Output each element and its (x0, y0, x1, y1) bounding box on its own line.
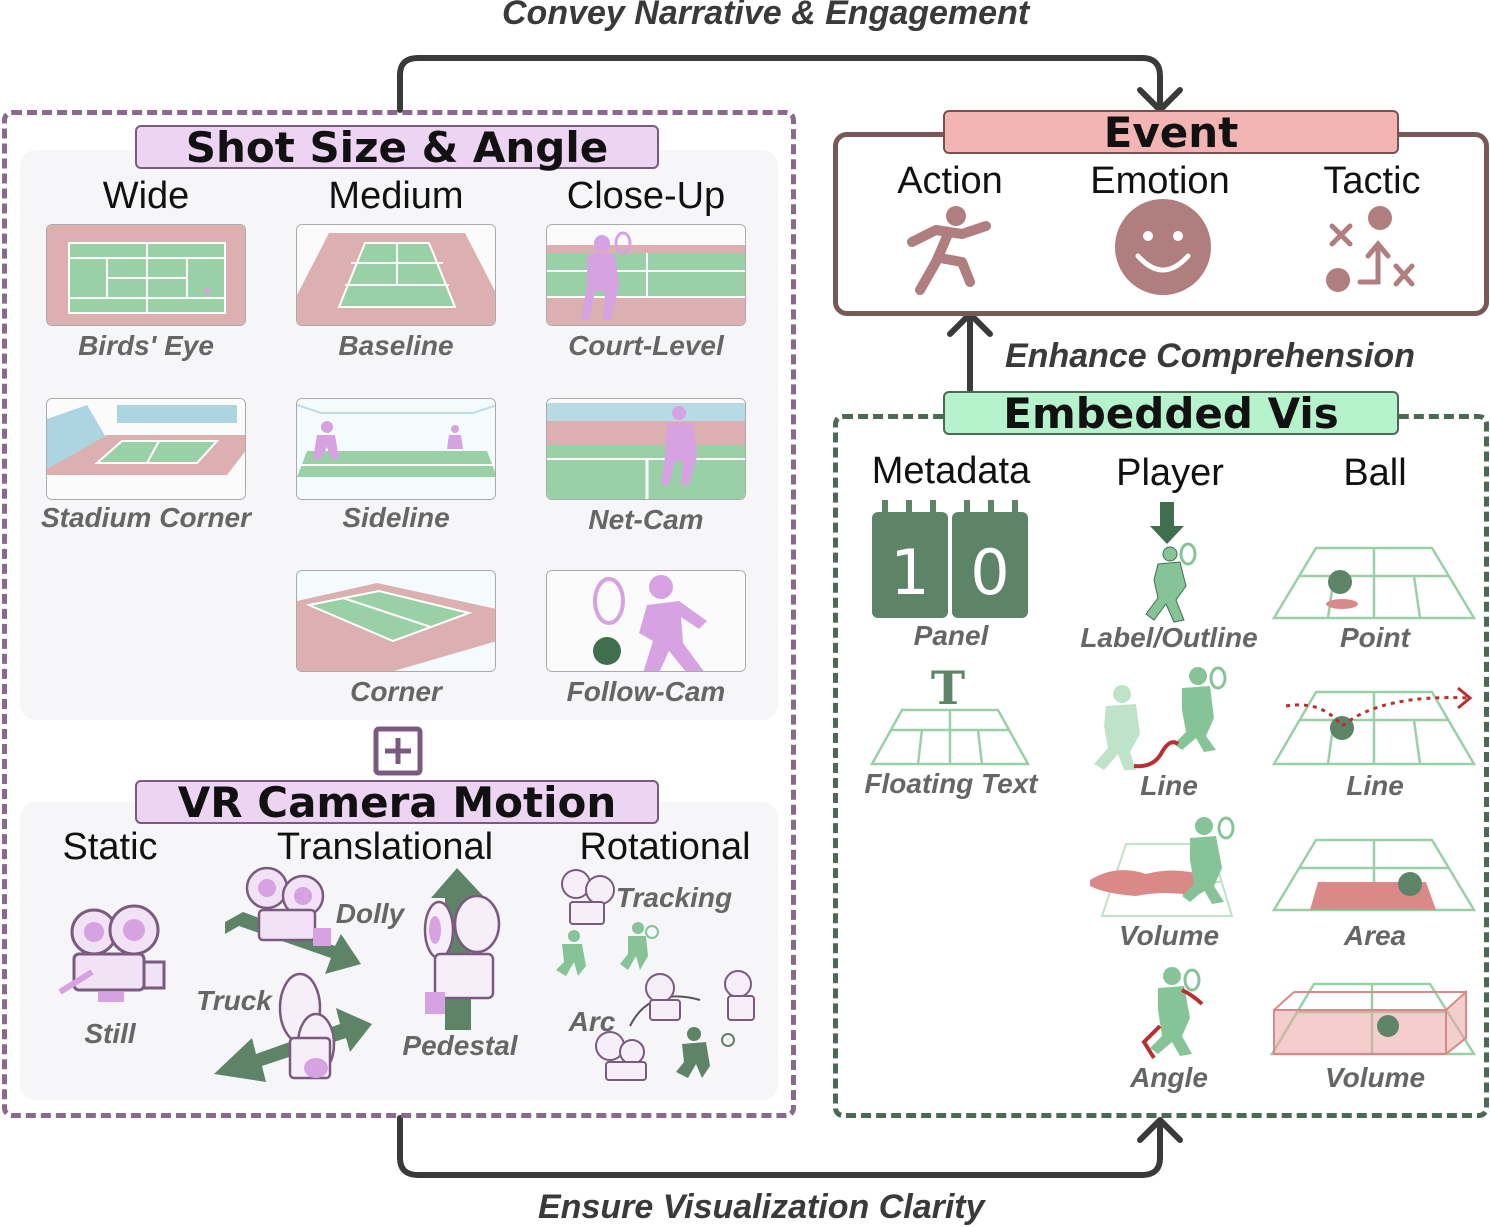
col-rotational: Rotational (579, 826, 751, 868)
floating-text-court-icon: T (869, 664, 1031, 766)
col-ball: Ball (1343, 452, 1407, 494)
still-camera-icon (58, 904, 166, 1002)
label-still: Still (84, 1018, 136, 1049)
label-sideline: Sideline (342, 502, 450, 533)
col-translational: Translational (276, 826, 494, 868)
tactic-diagram-icon (1326, 206, 1415, 292)
col-static: Static (62, 826, 158, 868)
ball-point-icon (1272, 546, 1476, 620)
label-stadium-corner: Stadium Corner (40, 502, 252, 533)
label-player-line: Line (1140, 770, 1198, 801)
scoreboard-panel-icon: 1 0 (872, 500, 1028, 618)
dolly-camera-icon (225, 866, 361, 974)
label-player-label-outline: Label/Outline (1080, 622, 1258, 653)
thumb-baseline (296, 224, 496, 326)
pedestal-camera-icon (423, 868, 501, 1030)
thumb-court-level (546, 224, 746, 326)
floating-text-glyph: T (931, 664, 965, 715)
thumb-stadium-corner (46, 398, 246, 500)
col-medium: Medium (328, 175, 464, 217)
event-tactic-label: Tactic (1323, 160, 1421, 202)
shot-size-angle-title: Shot Size & Angle (135, 125, 659, 169)
label-player-volume: Volume (1118, 920, 1220, 951)
col-metadata: Metadata (871, 450, 1031, 492)
arc-camera-icon (595, 970, 755, 1081)
player-volume-icon (1090, 816, 1235, 917)
label-follow-cam: Follow-Cam (566, 676, 726, 707)
thumb-birds-eye (46, 224, 246, 326)
label-floating-text: Floating Text (864, 768, 1038, 799)
ball-area-icon (1272, 838, 1476, 912)
col-player: Player (1116, 452, 1224, 494)
emotion-smiley-icon (1115, 199, 1211, 295)
panel-digit-left: 1 (890, 536, 929, 609)
label-ball-area: Area (1343, 920, 1407, 951)
label-court-level: Court-Level (568, 330, 724, 361)
label-ball-line: Line (1346, 770, 1404, 801)
vr-camera-motion-title: VR Camera Motion (135, 780, 659, 824)
player-label-outline-icon (1145, 502, 1197, 623)
panel-digit-right: 0 (970, 536, 1009, 609)
truck-camera-icon (214, 972, 372, 1082)
thumb-follow-cam (546, 570, 746, 672)
label-ball-volume: Volume (1324, 1062, 1426, 1093)
label-truck: Truck (196, 985, 272, 1016)
player-angle-icon (1141, 967, 1204, 1060)
event-action-label: Action (897, 160, 1003, 202)
embedded-vis-title: Embedded Vis (943, 391, 1399, 435)
label-corner: Corner (350, 676, 442, 707)
player-line-icon (1094, 666, 1227, 770)
label-ball-point: Point (1340, 622, 1410, 653)
label-tracking: Tracking (615, 882, 733, 913)
label-player-angle: Angle (1130, 1062, 1208, 1093)
label-birds-eye: Birds' Eye (78, 330, 214, 361)
label-panel: Panel (913, 620, 989, 651)
flow-label-middle: Enhance Comprehension (1005, 337, 1415, 375)
col-wide: Wide (102, 175, 190, 217)
ball-volume-icon (1270, 982, 1476, 1056)
thumb-sideline (296, 398, 496, 500)
event-title: Event (943, 110, 1399, 154)
col-close-up: Close-Up (566, 175, 726, 217)
thumb-net-cam (546, 398, 746, 500)
thumb-corner (296, 570, 496, 672)
camera-design-panel (2, 110, 796, 1118)
event-emotion-label: Emotion (1090, 160, 1230, 202)
plus-icon (373, 726, 423, 776)
label-dolly: Dolly (335, 898, 405, 929)
label-pedestal: Pedestal (402, 1030, 518, 1061)
action-running-icon (907, 206, 991, 295)
label-net-cam: Net-Cam (588, 504, 704, 535)
flow-label-top: Convey Narrative & Engagement (502, 0, 1030, 32)
tracking-camera-icon (556, 869, 659, 976)
label-baseline: Baseline (338, 330, 454, 361)
label-arc: Arc (568, 1006, 616, 1037)
flow-label-bottom: Ensure Visualization Clarity (538, 1188, 985, 1226)
ball-line-icon (1272, 686, 1477, 766)
